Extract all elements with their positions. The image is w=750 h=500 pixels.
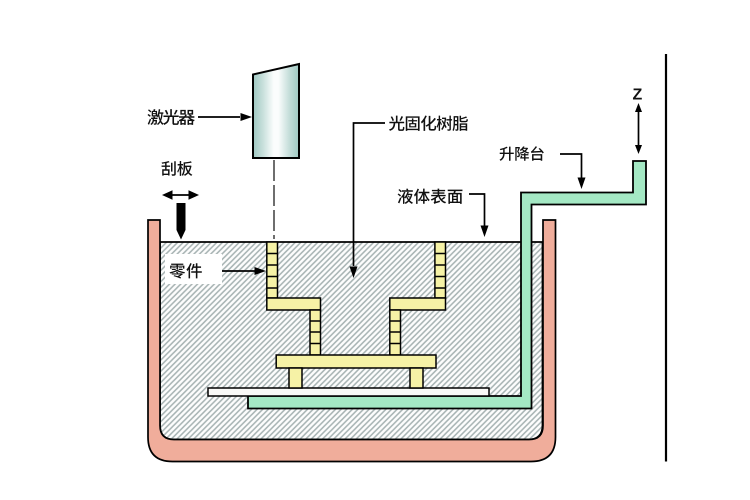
svg-text:Z: Z xyxy=(633,87,643,104)
